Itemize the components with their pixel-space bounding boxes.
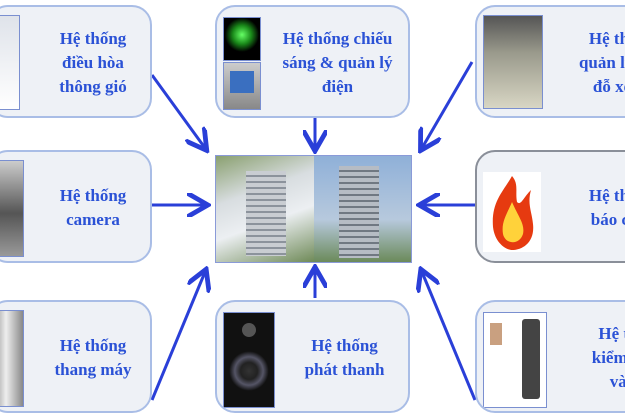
camera-icon <box>0 160 24 257</box>
fingerprint-reader-icon <box>483 312 547 408</box>
label-line: sáng & quản lý <box>282 53 393 72</box>
system-box-parking: Hệ thốn quản lý b đỗ xe <box>475 5 625 118</box>
system-box-camera: Hệ thống camera <box>0 150 152 263</box>
arrow-elevator <box>150 272 205 401</box>
label-line: thông gió <box>59 77 127 96</box>
speaker-icon <box>223 312 275 408</box>
label-line: vào r <box>609 372 625 391</box>
label-line: Hệ thốn <box>588 186 625 205</box>
label-line: điện <box>321 77 354 96</box>
elevator-icon <box>0 310 24 407</box>
label-line: quản lý b <box>578 53 625 72</box>
label-line: Hệ thống <box>59 336 127 355</box>
label-line: báo chá <box>590 210 625 229</box>
label-line: Hệ thố <box>598 324 625 343</box>
label-line: Hệ thống <box>311 336 378 355</box>
arrow-access <box>422 272 477 401</box>
system-box-lighting: Hệ thống chiếu sáng & quản lý điện <box>215 5 410 118</box>
light-bulb-icon <box>223 17 261 61</box>
label-line: phát thanh <box>304 360 385 379</box>
label-line: thang máy <box>54 360 132 379</box>
label-line: Hệ thống <box>59 186 127 205</box>
system-box-fire-alarm: Hệ thốn báo chá <box>475 150 625 263</box>
air-conditioner-icon <box>0 15 20 110</box>
system-box-hvac: Hệ thống điều hòa thông gió <box>0 5 152 118</box>
label-line: camera <box>66 210 120 229</box>
arrow-parking <box>422 61 474 148</box>
label-line: Hệ thống chiếu <box>282 29 393 48</box>
system-box-access-control: Hệ thố kiểm so vào r <box>475 300 625 413</box>
label-line: điều hòa <box>62 53 124 72</box>
label-line: Hệ thốn <box>588 29 625 48</box>
parking-garage-icon <box>483 15 543 109</box>
arrow-hvac <box>150 74 205 148</box>
power-meter-icon <box>223 62 261 110</box>
system-box-public-address: Hệ thống phát thanh <box>215 300 410 413</box>
label-line: Hệ thống <box>59 29 127 48</box>
system-box-elevator: Hệ thống thang máy <box>0 300 152 413</box>
label-line: kiểm so <box>591 348 625 367</box>
label-line: đỗ xe <box>592 77 625 96</box>
building-image <box>215 155 412 263</box>
fire-icon <box>483 172 541 252</box>
